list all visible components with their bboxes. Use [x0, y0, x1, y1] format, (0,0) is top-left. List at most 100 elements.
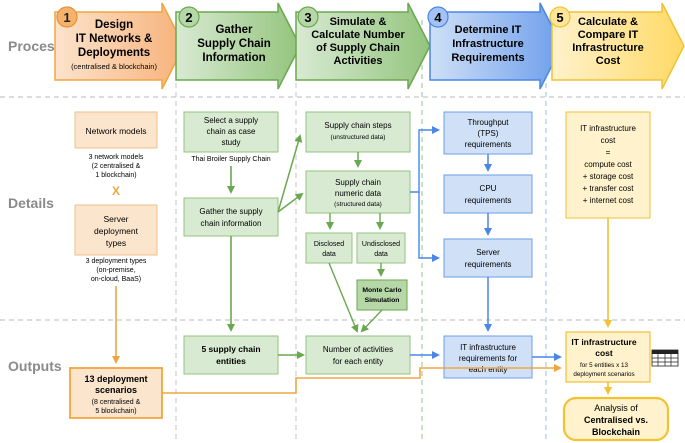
gather-info-box — [183, 197, 279, 237]
stage-1-subtitle: (centralised & blockchain) — [71, 62, 157, 71]
svg-text:5: 5 — [556, 10, 563, 25]
select-line1: Select a supply — [204, 116, 258, 125]
it-cost-line2: cost — [595, 348, 613, 358]
stage-3-title-line3: of Supply Chain — [316, 42, 400, 54]
stage-4-badge — [427, 6, 449, 28]
it-req-line1: IT infrastructure — [460, 343, 516, 352]
entities-box — [183, 335, 279, 375]
server-deployment-line3: types — [106, 238, 126, 248]
arrow-scenarios-to-cost — [162, 364, 562, 394]
formula-line1: IT infrastructure — [580, 124, 636, 133]
row-label-process: Process — [8, 38, 63, 54]
monte-carlo-box — [356, 279, 408, 311]
disclosed-line2: data — [322, 251, 336, 258]
arrow-gather-to-numeric — [277, 192, 304, 213]
steps-line2: (unstructured data) — [331, 134, 386, 141]
stage-3-arrow: 3 Simulate & Calculate Number of Supply … — [295, 2, 431, 90]
numeric-line1: Supply chain — [335, 178, 381, 187]
svg-text:1: 1 — [63, 10, 70, 25]
select-supply-chain-box — [183, 111, 279, 153]
it-req-line2: requirements for — [459, 354, 518, 363]
stage-2-badge — [178, 6, 200, 28]
stage-3-title-line2: Calculate Number — [311, 29, 405, 41]
tps-line2: (TPS) — [478, 129, 499, 138]
gather-line1: Gather the supply — [199, 207, 262, 216]
network-models-note-1: 3 network models — [89, 154, 144, 161]
stage-5-title-line2: Compare IT — [578, 29, 639, 41]
stage-4-title-line2: Infrastructure — [452, 38, 524, 50]
stage-4-title-line3: Requirements — [451, 52, 524, 64]
server-req-line1: Server — [476, 248, 500, 257]
row-label-details: Details — [8, 195, 54, 211]
it-cost-box — [565, 331, 651, 383]
server-deployment-box — [74, 204, 158, 256]
row-label-outputs: Outputs — [8, 358, 62, 374]
analysis-line3: Blockchain — [592, 427, 640, 437]
server-note-3: on-cloud, BaaS) — [91, 276, 141, 283]
scenarios-line3: (8 centralised & — [92, 399, 141, 406]
cpu-box — [443, 174, 533, 214]
mc-line1: Monte Carlo — [362, 287, 401, 294]
stage-3-badge — [297, 6, 319, 28]
network-models-label: Network models — [86, 126, 147, 136]
network-models-note-3: 1 blockchain) — [95, 172, 136, 179]
stage-1-arrow: 1 Design IT Networks & Deployments (cent… — [54, 2, 185, 90]
stage-5-badge — [549, 6, 571, 28]
scenarios-line4: 5 blockchain) — [95, 408, 136, 415]
svg-text:2: 2 — [185, 10, 192, 25]
stage-1-badge — [56, 6, 78, 28]
gather-line2: chain information — [201, 219, 262, 228]
stage-2-title-line2: Supply Chain — [197, 38, 270, 50]
analysis-box — [562, 396, 670, 442]
stage-3-title-line4: Activities — [334, 55, 383, 67]
tps-line3: requirements — [465, 140, 512, 149]
stage-5-title-line1: Calculate & — [578, 16, 638, 28]
stage-1-title-line3: Deployments — [78, 47, 150, 59]
table-icon — [651, 349, 679, 367]
arrow-mc-to-activities — [360, 309, 383, 333]
server-req-box — [443, 238, 533, 278]
it-cost-line4: deployment scenarios — [573, 371, 634, 378]
stage-4-title-line1: Determine IT — [455, 24, 522, 36]
activities-box — [305, 335, 411, 375]
numeric-line2: numeric data — [335, 189, 382, 198]
formula-line4: compute cost — [584, 160, 632, 169]
select-line3: study — [221, 138, 240, 147]
formula-line3: = — [606, 148, 611, 157]
server-note-2: (on-premise, — [96, 267, 135, 274]
arrow-numeric-to-tps — [410, 126, 440, 193]
stage-2-arrow: 2 Gather Supply Chain Information — [175, 2, 301, 90]
stage-5-title-line3: Infrastructure — [572, 42, 644, 54]
it-cost-line1: IT infrastructure — [571, 337, 636, 347]
analysis-line2: Centralised vs. — [584, 415, 648, 425]
scenarios-line1: 13 deployment — [84, 374, 147, 384]
formula-line5: + storage cost — [583, 172, 634, 181]
svg-text:3: 3 — [304, 10, 311, 25]
tps-box — [443, 111, 533, 155]
stage-2-title-line1: Gather — [215, 24, 253, 36]
server-deployment-line1: Server — [103, 214, 128, 224]
steps-line1: Supply chain steps — [324, 121, 391, 130]
stage-5-title-line4: Cost — [596, 55, 621, 67]
entities-line2: entities — [216, 356, 246, 366]
mc-line2: Simulation — [365, 297, 400, 304]
numeric-line3: (structured data) — [334, 201, 382, 208]
formula-line2: cost — [601, 136, 616, 145]
network-models-box — [74, 111, 158, 149]
it-cost-line3: for 5 entities x 13 — [580, 362, 628, 369]
server-deployment-line2: deployment — [94, 226, 139, 236]
analysis-line1: Analysis of — [594, 403, 638, 413]
entities-line1: 5 supply chain — [201, 344, 260, 354]
deployment-scenarios-box — [69, 367, 163, 419]
tps-line1: Throughput — [468, 118, 510, 127]
server-req-line2: requirements — [465, 260, 512, 269]
stage-3-title-line1: Simulate & — [330, 16, 387, 28]
network-models-note-2: (2 centralised & — [92, 163, 141, 170]
undisclosed-line2: data — [374, 251, 388, 258]
stage-1-title-line2: IT Networks & — [76, 33, 153, 45]
svg-text:4: 4 — [434, 10, 442, 25]
stage-1-title-line1: Design — [95, 19, 133, 31]
cpu-line1: CPU — [480, 184, 497, 193]
formula-line7: + internet cost — [583, 196, 634, 205]
